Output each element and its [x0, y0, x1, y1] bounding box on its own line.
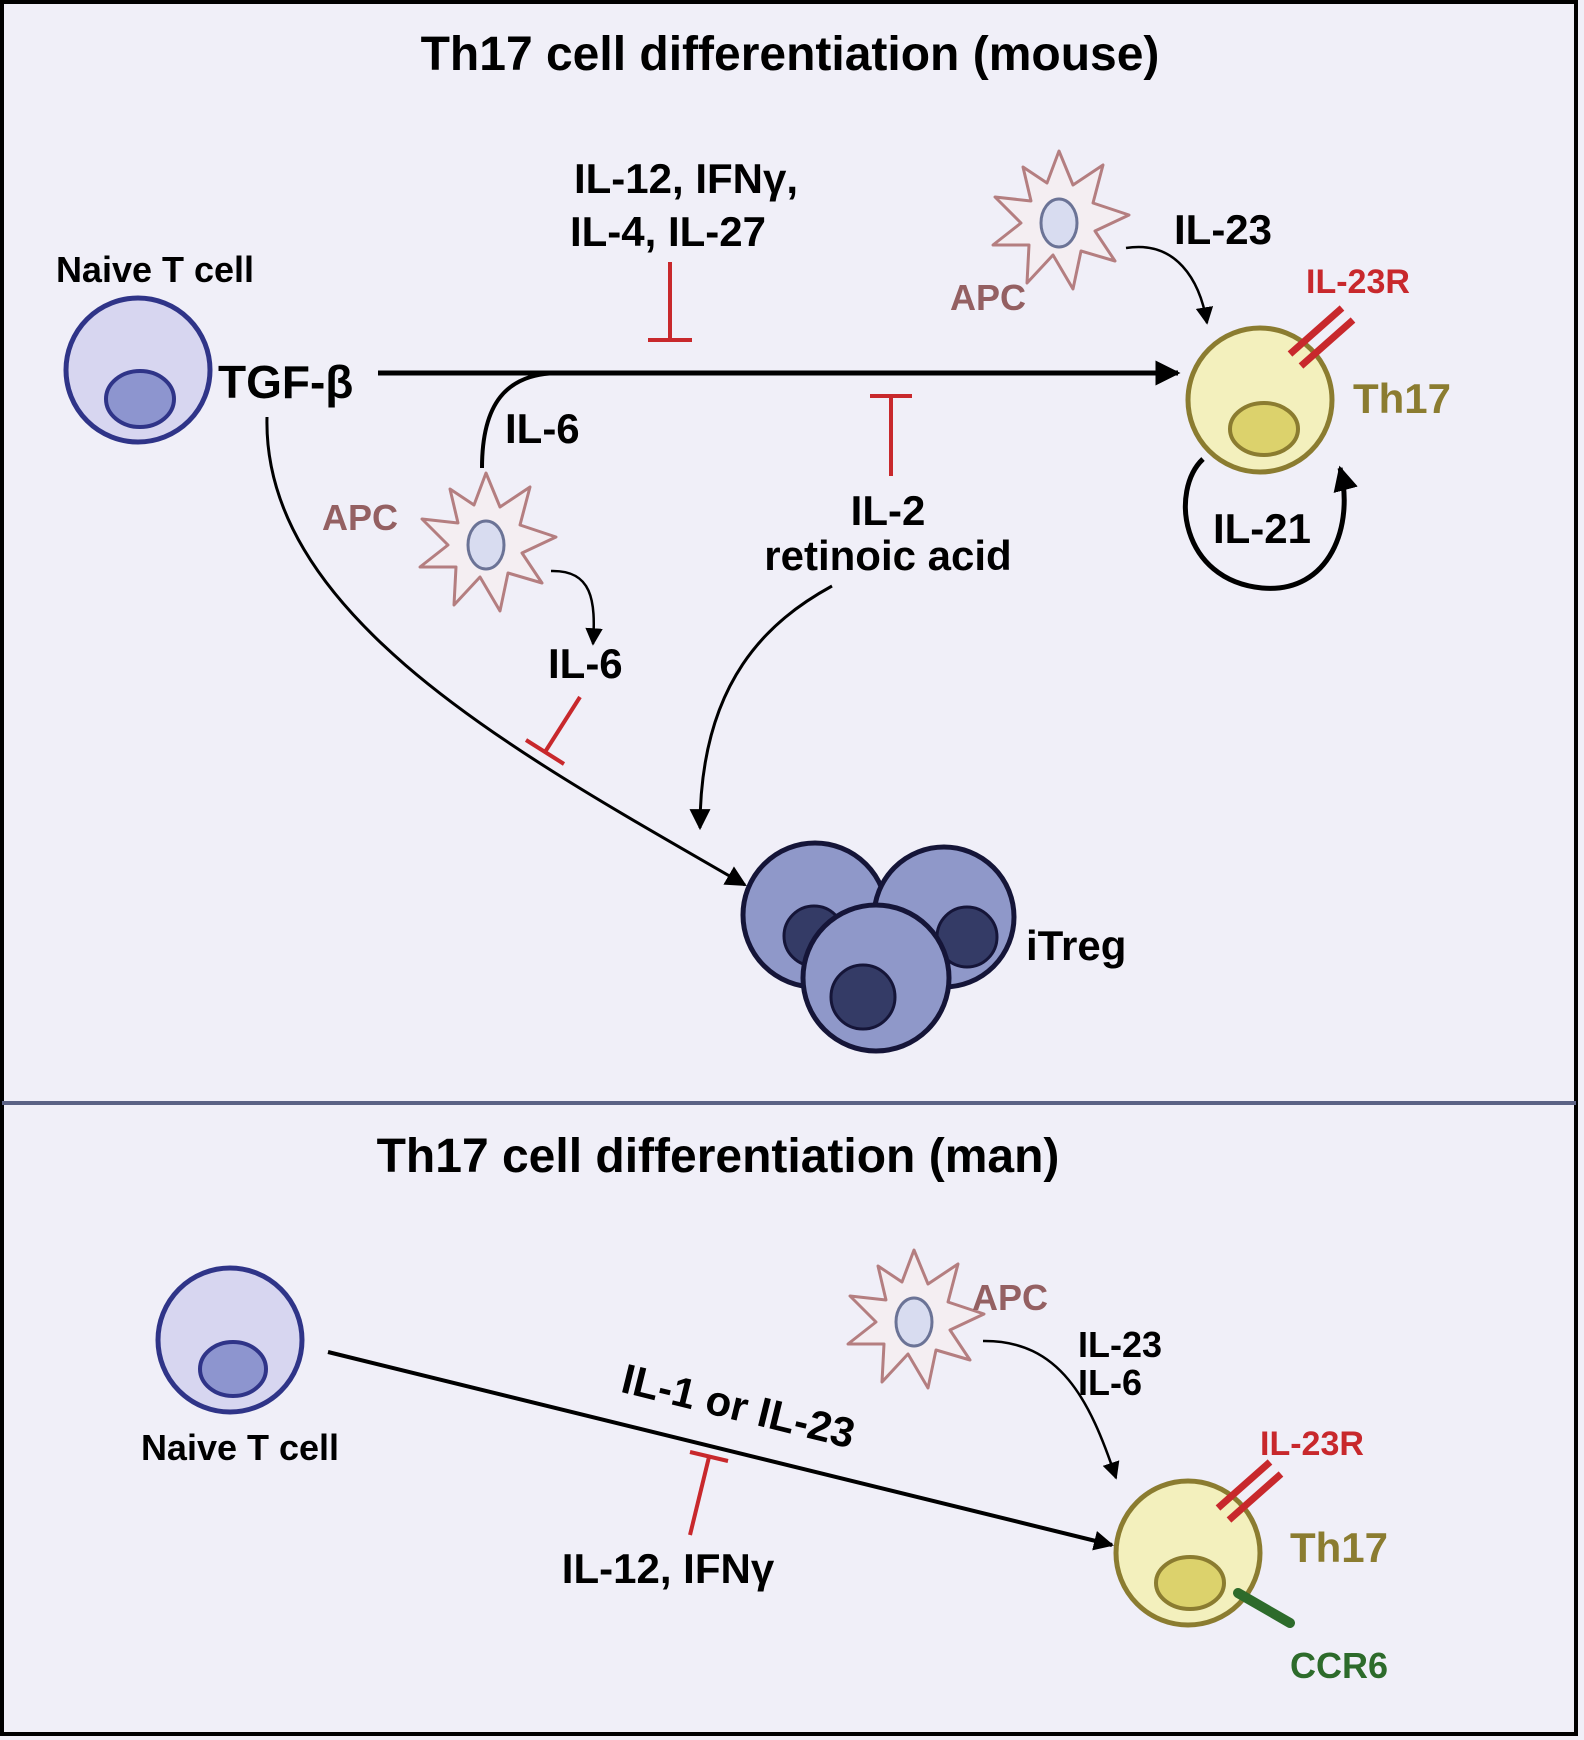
- mouse-naive-t-cell: [63, 295, 213, 445]
- apc-il6-down-arrow: [550, 569, 603, 646]
- mouse-naive-label: Naive T cell: [56, 249, 254, 290]
- ccr6-label: CCR6: [1290, 1645, 1388, 1686]
- il2-inhibition-block: [870, 394, 912, 476]
- il6-inhibition-block: [524, 695, 582, 766]
- tgf-beta-label: TGF-β: [218, 356, 353, 408]
- man-naive-label: Naive T cell: [141, 1427, 339, 1468]
- mouse-inhibitors-block: [648, 262, 692, 342]
- man-panel-title: Th17 cell differentiation (man): [377, 1130, 1060, 1183]
- mouse-il23r-label: IL-23R: [1306, 263, 1410, 301]
- man-il6-label: IL-6: [1078, 1362, 1142, 1403]
- il6-top-label: IL-6: [505, 405, 580, 452]
- itreg-cells: [740, 840, 1017, 1054]
- mouse-il23-label: IL-23: [1174, 206, 1272, 253]
- il2-to-itreg-arrow: [689, 584, 833, 831]
- mouse-th17-label: Th17: [1353, 375, 1451, 422]
- man-apc-to-th17-arrow: [982, 1339, 1120, 1480]
- mouse-il23r-receptor: [1287, 305, 1356, 369]
- mouse-apc-left-label: APC: [322, 497, 398, 538]
- man-apc-label: APC: [972, 1277, 1048, 1318]
- man-inhibitors-block: [688, 1450, 729, 1536]
- man-il23-label: IL-23: [1078, 1324, 1162, 1365]
- man-th17-cell: [1113, 1478, 1263, 1628]
- il21-label: IL-21: [1213, 505, 1311, 552]
- mouse-inhibitors-line1: IL-12, IFNγ,: [574, 155, 798, 202]
- retinoic-acid-label: retinoic acid: [764, 532, 1011, 579]
- mouse-inhibitors-line2: IL-4, IL-27: [570, 208, 766, 255]
- man-naive-t-cell: [155, 1265, 305, 1415]
- man-th17-label: Th17: [1290, 1524, 1388, 1571]
- man-il23r-receptor: [1215, 1459, 1284, 1523]
- man-inhibitors-label: IL-12, IFNγ: [562, 1545, 775, 1592]
- mouse-panel-title: Th17 cell differentiation (mouse): [421, 28, 1160, 81]
- mouse-apc-right-label: APC: [950, 277, 1026, 318]
- itreg-label: iTreg: [1026, 922, 1126, 969]
- il6-bottom-label: IL-6: [548, 640, 623, 687]
- il21-autocrine-arrow: [1182, 457, 1358, 591]
- naive-to-th17-arrow-man: [327, 1350, 1114, 1551]
- tgf-to-itreg-arrow: [265, 416, 747, 887]
- apc-il6-to-main-arrow: [480, 371, 561, 469]
- man-il23r-label: IL-23R: [1260, 1425, 1364, 1463]
- apc-il23-to-th17-arrow: [1125, 245, 1214, 325]
- mouse-th17-cell: [1185, 325, 1335, 475]
- ccr6-receptor: [1233, 1588, 1295, 1628]
- il2-label: IL-2: [851, 487, 926, 534]
